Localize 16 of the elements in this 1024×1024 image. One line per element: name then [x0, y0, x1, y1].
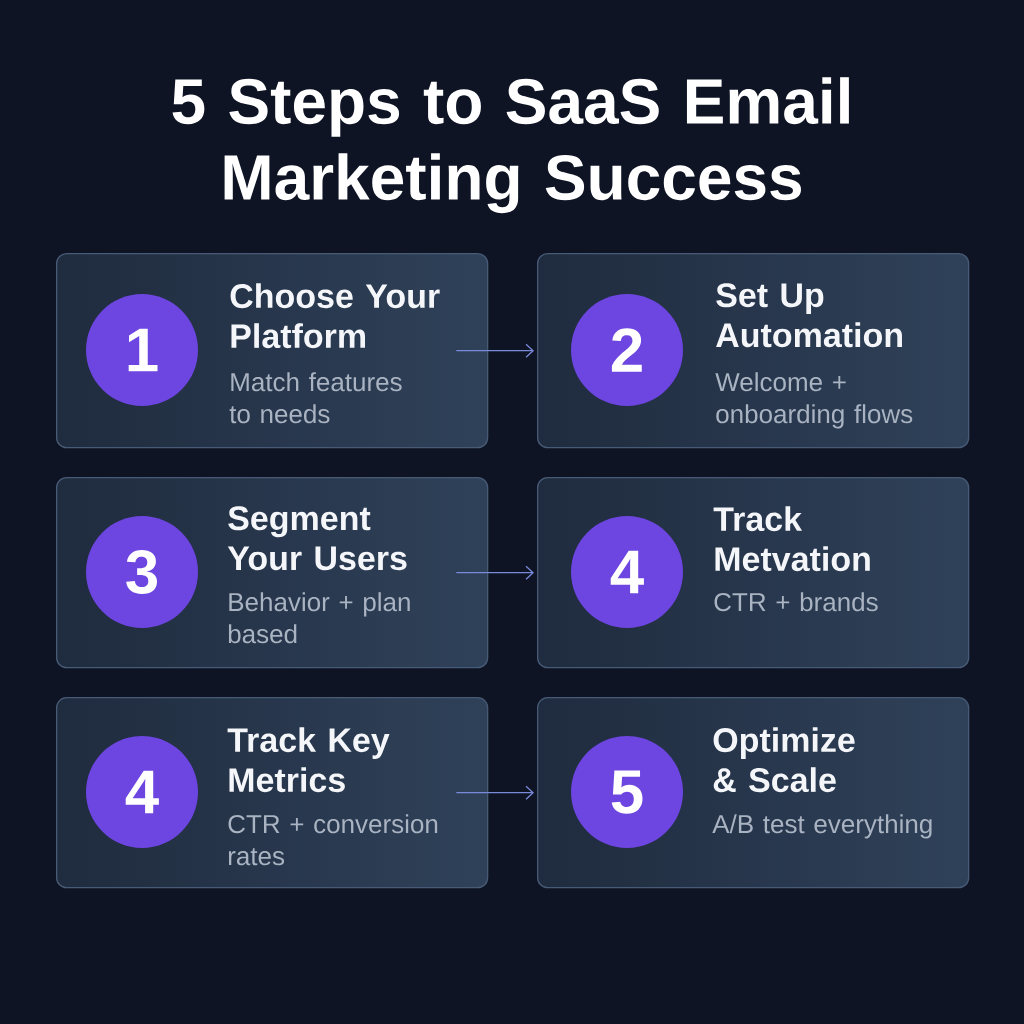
arrow	[455, 785, 534, 800]
step-description: Match features to needs	[229, 372, 402, 424]
arrow	[455, 343, 534, 358]
step-description: CTR + brands	[714, 592, 878, 612]
step-description: Welcome + onboarding flows	[715, 372, 913, 429]
step-title: Track Metvation	[713, 506, 870, 572]
step-title: Segment Your Users	[227, 506, 407, 571]
step-description: Behavior + plan based	[228, 592, 410, 644]
step-description: CTR + conversion rates	[228, 814, 438, 866]
step-description: A/B test everything	[712, 814, 932, 839]
step-title: Track Key Metrics	[227, 727, 390, 793]
arrow	[455, 565, 534, 580]
step-title: Set Up Automation	[716, 283, 902, 348]
step-title: Optimize & Scale	[713, 727, 855, 793]
step-title: Choose Your Platform	[230, 283, 440, 349]
title: 5 Steps to SaaS Email Marketing Success	[172, 77, 849, 214]
